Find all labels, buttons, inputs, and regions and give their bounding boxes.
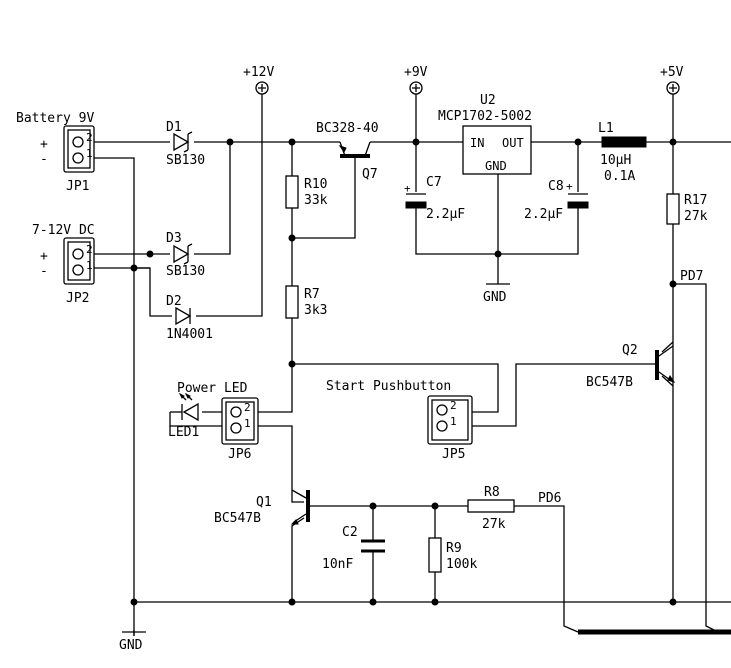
svg-text:GND: GND xyxy=(485,159,507,173)
net-label-pd7: PD7 xyxy=(680,269,703,284)
diode-d1: D1 SB130 xyxy=(166,120,205,168)
diode-d2: D2 1N4001 xyxy=(166,294,213,342)
svg-text:D3: D3 xyxy=(166,231,182,246)
svg-text:MCP1702-5002: MCP1702-5002 xyxy=(438,109,532,124)
jp2-label: 7-12V DC xyxy=(32,223,95,238)
svg-text:IN: IN xyxy=(470,136,484,150)
svg-text:1: 1 xyxy=(244,417,251,430)
jp5-ref: JP5 xyxy=(442,447,465,462)
svg-text:R10: R10 xyxy=(304,177,327,192)
gnd-label-regulator: GND xyxy=(483,290,507,305)
regulator-u2: IN OUT GND U2 MCP1702-5002 xyxy=(438,93,532,175)
svg-text:2: 2 xyxy=(86,243,93,256)
svg-text:100k: 100k xyxy=(446,557,477,572)
svg-text:C8: C8 xyxy=(548,179,564,194)
net-label-pd6: PD6 xyxy=(538,491,561,506)
svg-text:R17: R17 xyxy=(684,193,707,208)
power-9v-symbol: +9V xyxy=(404,65,428,95)
svg-text:2: 2 xyxy=(86,131,93,144)
junctions xyxy=(130,138,677,606)
svg-text:BC328-40: BC328-40 xyxy=(316,121,379,136)
svg-text:R9: R9 xyxy=(446,541,462,556)
transistor-q7: BC328-40 Q7 xyxy=(316,121,379,182)
power-12v-symbol: +12V xyxy=(243,65,274,95)
svg-text:10nF: 10nF xyxy=(322,557,353,572)
svg-text:2.2µF: 2.2µF xyxy=(524,207,563,222)
led-power: Power LED LED1 xyxy=(168,381,248,440)
resistor-r9: R9 100k xyxy=(428,537,477,573)
svg-text:1: 1 xyxy=(86,147,93,160)
jp1-label: Battery 9V xyxy=(16,111,94,126)
ground-symbol-left: GND xyxy=(119,631,146,653)
svg-text:+: + xyxy=(40,249,48,264)
svg-text:D2: D2 xyxy=(166,294,182,309)
jp5-label: Start Pushbutton xyxy=(326,379,451,394)
svg-text:OUT: OUT xyxy=(502,136,524,150)
power-5v-symbol: +5V xyxy=(660,65,684,95)
svg-text:1N4001: 1N4001 xyxy=(166,327,213,342)
svg-text:1: 1 xyxy=(86,259,93,272)
svg-text:R7: R7 xyxy=(304,287,320,302)
svg-text:33k: 33k xyxy=(304,193,328,208)
svg-text:Q1: Q1 xyxy=(256,495,272,510)
inductor-l1: L1 10µH 0.1A xyxy=(598,121,647,184)
svg-text:27k: 27k xyxy=(684,209,708,224)
svg-text:L1: L1 xyxy=(598,121,614,136)
wires xyxy=(92,94,731,636)
svg-text:-: - xyxy=(40,264,48,279)
svg-text:1: 1 xyxy=(450,415,457,428)
resistor-r8: R8 27k xyxy=(467,485,515,532)
svg-text:27k: 27k xyxy=(482,517,506,532)
led-label: Power LED xyxy=(177,381,248,396)
rail-9v-label: +9V xyxy=(404,65,428,80)
svg-text:BC547B: BC547B xyxy=(586,375,633,390)
ground-symbol-regulator: GND xyxy=(483,283,510,305)
svg-text:Q7: Q7 xyxy=(362,167,378,182)
svg-text:Q2: Q2 xyxy=(622,343,638,358)
resistor-r7: R7 3k3 xyxy=(285,285,327,319)
capacitor-c2: C2 10nF xyxy=(322,525,385,572)
svg-text:U2: U2 xyxy=(480,93,496,108)
svg-text:+: + xyxy=(404,182,411,195)
connector-jp5: 2 1 Start Pushbutton JP5 xyxy=(326,379,473,462)
jp6-ref: JP6 xyxy=(228,447,251,462)
svg-text:2.2µF: 2.2µF xyxy=(426,207,465,222)
svg-text:+: + xyxy=(40,137,48,152)
svg-text:+: + xyxy=(566,180,573,193)
svg-text:2: 2 xyxy=(450,399,457,412)
connector-jp2: 2 1 7-12V DC + - JP2 xyxy=(32,223,95,306)
svg-text:0.1A: 0.1A xyxy=(604,169,635,184)
gnd-label-left: GND xyxy=(119,638,143,653)
svg-text:C7: C7 xyxy=(426,175,442,190)
svg-text:C2: C2 xyxy=(342,525,358,540)
svg-text:3k3: 3k3 xyxy=(304,303,327,318)
svg-text:D1: D1 xyxy=(166,120,182,135)
capacitor-c7: + C7 2.2µF xyxy=(404,175,465,222)
transistor-q1: Q1 BC547B xyxy=(214,489,310,526)
svg-text:BC547B: BC547B xyxy=(214,511,261,526)
resistor-r10: R10 33k xyxy=(285,175,328,209)
svg-text:SB130: SB130 xyxy=(166,264,205,279)
connector-jp1: 2 1 Battery 9V + - JP1 xyxy=(16,111,95,194)
svg-text:2: 2 xyxy=(244,401,251,414)
svg-text:SB130: SB130 xyxy=(166,153,205,168)
transistor-q2: Q2 BC547B xyxy=(586,343,676,390)
capacitor-c8: + C8 2.2µF xyxy=(524,179,589,222)
jp1-ref: JP1 xyxy=(66,179,89,194)
led-ref: LED1 xyxy=(168,425,199,440)
svg-text:10µH: 10µH xyxy=(600,153,631,168)
resistor-r17: R17 27k xyxy=(666,193,708,225)
diode-d3: D3 SB130 xyxy=(166,231,205,279)
rail-5v-label: +5V xyxy=(660,65,684,80)
svg-text:-: - xyxy=(40,152,48,167)
connector-jp6: 2 1 JP6 xyxy=(221,397,259,462)
svg-text:R8: R8 xyxy=(484,485,500,500)
rail-12v-label: +12V xyxy=(243,65,274,80)
jp2-ref: JP2 xyxy=(66,291,89,306)
